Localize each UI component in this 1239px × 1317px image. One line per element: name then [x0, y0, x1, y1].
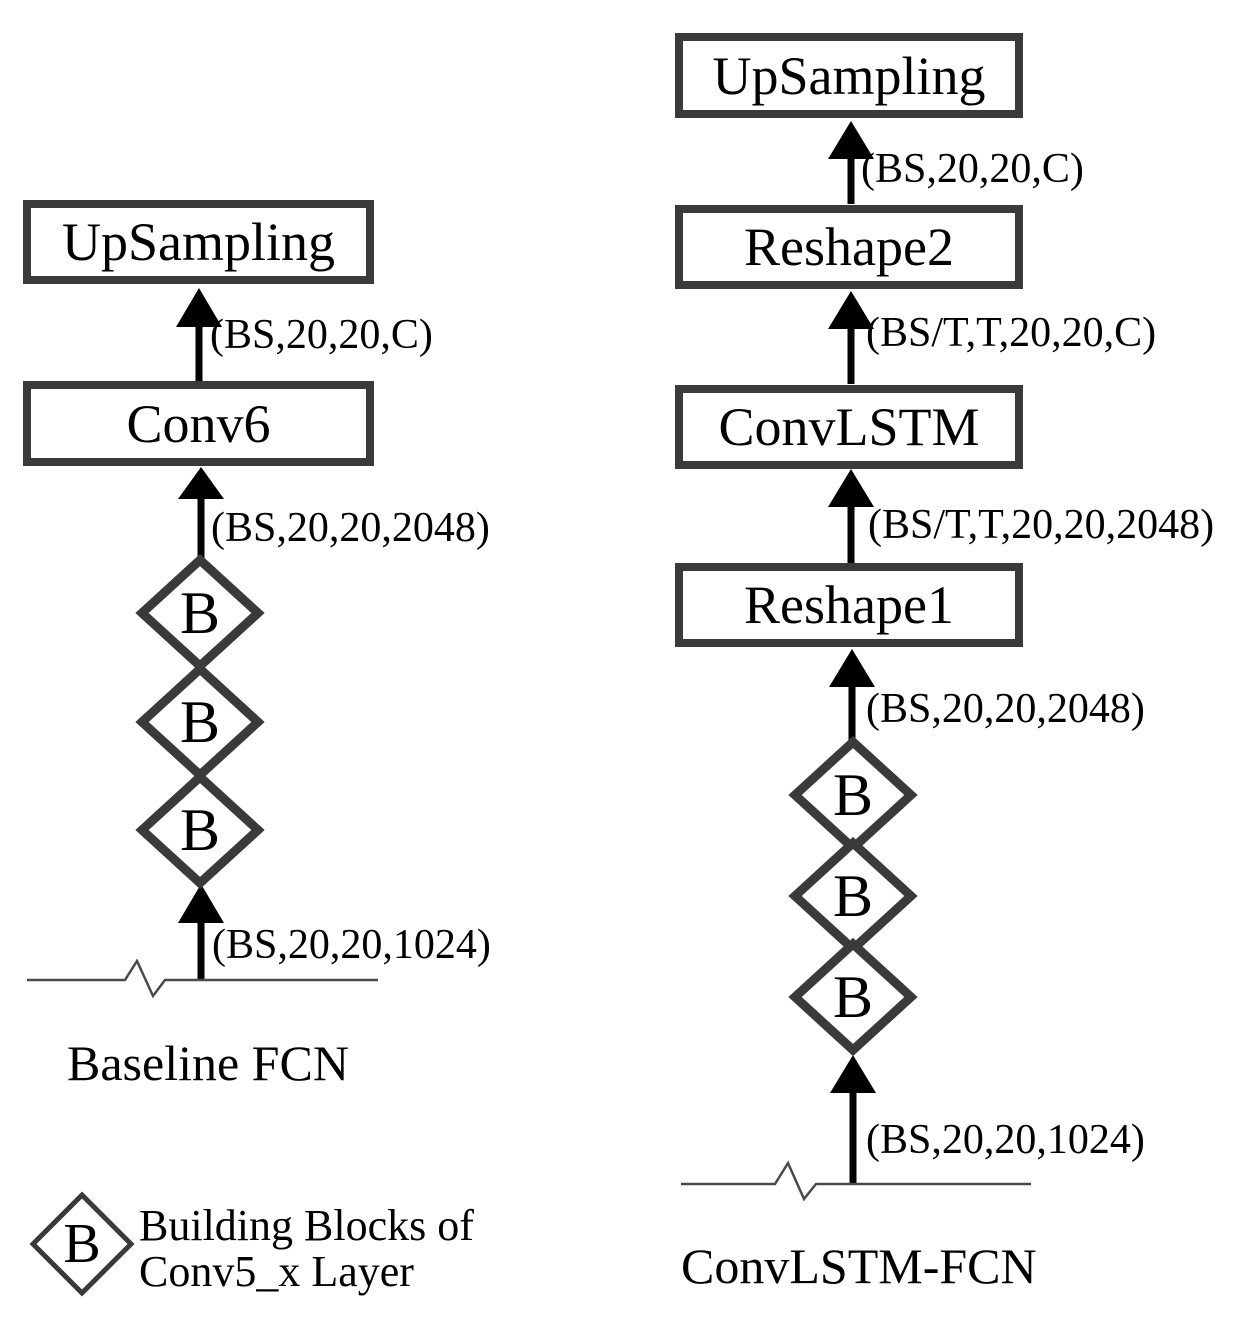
- convlstm-reshape2-box: Reshape2: [675, 205, 1023, 289]
- arrow-head-icon: [828, 469, 874, 507]
- legend-caption-line1: Building Blocks of: [139, 1201, 474, 1250]
- legend-diamond: [29, 1191, 135, 1297]
- baseline-dim-label-2: (BS,20,20,2048): [211, 505, 490, 551]
- convlstm-dim-label-5: (BS,20,20,1024): [866, 1117, 1145, 1163]
- baseline-dim-label-3: (BS,20,20,1024): [212, 922, 491, 968]
- arrow-head-icon: [178, 884, 224, 923]
- arrow-head-icon: [830, 1055, 876, 1093]
- arrow-head-icon: [178, 467, 224, 499]
- baseline-title: Baseline FCN: [67, 1035, 349, 1091]
- convlstm-upsampling-box: UpSampling: [675, 33, 1023, 118]
- convlstm-title: ConvLSTM-FCN: [681, 1238, 1037, 1294]
- arrow-head-icon: [828, 121, 874, 159]
- arrow-head-icon: [828, 291, 874, 329]
- convlstm-reshape1-label: Reshape1: [744, 575, 954, 635]
- building-block-diamond: [135, 770, 265, 890]
- legend-block-letter: B: [63, 1213, 101, 1275]
- convlstm-upsampling-label: UpSampling: [712, 45, 986, 106]
- convlstm-dim-label-3: (BS/T,T,20,20,2048): [868, 502, 1215, 548]
- baseline-block-2-letter: B: [179, 689, 221, 755]
- input-break-line: [681, 1160, 1031, 1202]
- building-block-diamond: [788, 937, 918, 1057]
- convlstm-reshape1-box: Reshape1: [675, 563, 1023, 647]
- baseline-conv6-box: Conv6: [23, 381, 374, 466]
- legend-caption-line2: Conv5_x Layer: [139, 1247, 414, 1296]
- convlstm-dim-label-4: (BS,20,20,2048): [866, 686, 1145, 732]
- convlstm-dim-label-2: (BS/T,T,20,20,C): [866, 310, 1157, 356]
- input-break-line: [27, 958, 378, 999]
- baseline-dim-label-1: (BS,20,20,C): [210, 312, 433, 358]
- baseline-upsampling-label: UpSampling: [61, 212, 335, 272]
- convlstm-block-2-letter: B: [832, 863, 874, 929]
- arrow-head-icon: [829, 649, 875, 687]
- arrow-head-icon: [176, 288, 222, 327]
- convlstm-reshape2-label: Reshape2: [744, 217, 954, 277]
- convlstm-dim-label-1: (BS,20,20,C): [861, 146, 1084, 192]
- convlstm-block-1-letter: B: [832, 762, 874, 828]
- legend-caption: Building Blocks of Conv5_x Layer: [139, 1203, 474, 1295]
- baseline-block-3-letter: B: [179, 797, 221, 863]
- baseline-upsampling-box: UpSampling: [23, 200, 374, 284]
- baseline-conv6-label: Conv6: [126, 393, 271, 454]
- baseline-block-1-letter: B: [179, 580, 221, 646]
- convlstm-block-3-letter: B: [832, 964, 874, 1030]
- convlstm-convlstm-label: ConvLSTM: [718, 397, 980, 457]
- convlstm-convlstm-box: ConvLSTM: [675, 385, 1023, 469]
